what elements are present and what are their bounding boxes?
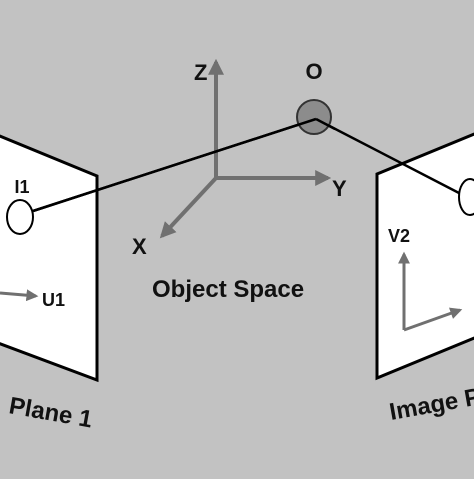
x-axis-label: X [132, 234, 147, 259]
x-axis-arrow [159, 176, 218, 239]
right-plane-panel [375, 132, 474, 381]
u2-axis-arrow [403, 307, 463, 332]
right-image-point [458, 178, 474, 216]
projection-ray-right-overlay [315, 117, 336, 131]
left-plane-panel [0, 134, 99, 383]
z-axis-label: Z [194, 60, 207, 85]
object-space-axes: Z Y X Object Space [132, 58, 347, 303]
y-axis-label: Y [332, 176, 347, 201]
left-image-point [6, 199, 34, 235]
v2-axis-label: V2 [388, 226, 410, 246]
object-point [296, 99, 332, 135]
origin-label: O [305, 59, 322, 84]
projection-ray-right [315, 117, 460, 195]
u1-axis-label: U1 [42, 290, 65, 310]
u1-axis-arrow [0, 289, 39, 302]
projection-ray-overlay [32, 117, 317, 213]
object-space-caption: Object Space [152, 276, 304, 303]
left-image-point-label: I1 [14, 177, 29, 197]
